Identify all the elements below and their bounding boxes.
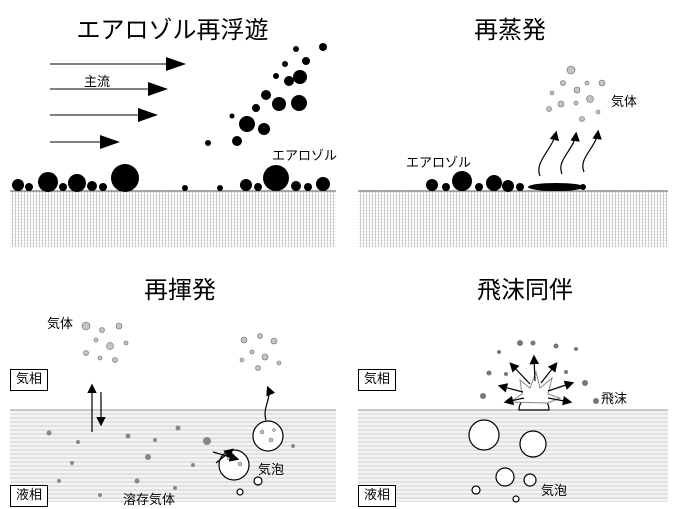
mainstream-label: 主流 bbox=[84, 75, 111, 90]
floor-surface bbox=[358, 191, 668, 247]
mainstream-arrows bbox=[50, 57, 186, 149]
liquid-region bbox=[358, 410, 668, 502]
bubble-arrows bbox=[212, 385, 276, 464]
droplet-label: 飛沫 bbox=[601, 392, 628, 407]
deposited-aerosol bbox=[426, 171, 586, 192]
entrainment-title: 飛沫同伴 bbox=[477, 276, 573, 304]
dissolved-gas-label: 溶存気体 bbox=[123, 493, 176, 508]
liquid-region bbox=[10, 410, 336, 502]
liquid-phase-label: 液相 bbox=[10, 485, 49, 507]
re-volatilization-panel bbox=[10, 321, 336, 502]
aerosol-label: エアロゾル bbox=[406, 156, 472, 171]
droplets bbox=[480, 340, 599, 404]
entrainment-panel bbox=[358, 340, 668, 503]
re-evaporation-panel bbox=[358, 65, 668, 247]
bubble-label: 気泡 bbox=[258, 463, 285, 478]
dissolved-gas bbox=[46, 425, 295, 497]
liquid-phase-label: 液相 bbox=[358, 485, 397, 507]
bubbles bbox=[218, 420, 284, 496]
transfer-arrows bbox=[87, 383, 106, 432]
gas-phase-label: 気相 bbox=[10, 369, 49, 391]
aerosol-label: エアロゾル bbox=[272, 149, 338, 164]
floor-surface bbox=[10, 191, 336, 247]
gas-molecules bbox=[81, 321, 282, 371]
gas-label: 気体 bbox=[47, 317, 74, 332]
deposited-aerosol bbox=[12, 164, 330, 192]
resuspension-panel bbox=[10, 43, 336, 247]
bubble-label: 気泡 bbox=[541, 484, 568, 499]
gas-phase-label: 気相 bbox=[358, 369, 397, 391]
liquid-film bbox=[528, 183, 584, 191]
droplet-arrows bbox=[497, 354, 575, 406]
re-evaporation-title: 再蒸発 bbox=[474, 16, 546, 44]
re-volatilization-title: 再揮発 bbox=[144, 276, 216, 304]
resuspension-title: エアロゾル再浮遊 bbox=[76, 16, 269, 44]
gas-molecules bbox=[546, 65, 606, 122]
evaporation-arrows bbox=[538, 129, 602, 177]
resuspended-aerosol bbox=[205, 43, 327, 146]
bubbles bbox=[468, 419, 547, 503]
gas-label: 気体 bbox=[611, 95, 638, 110]
